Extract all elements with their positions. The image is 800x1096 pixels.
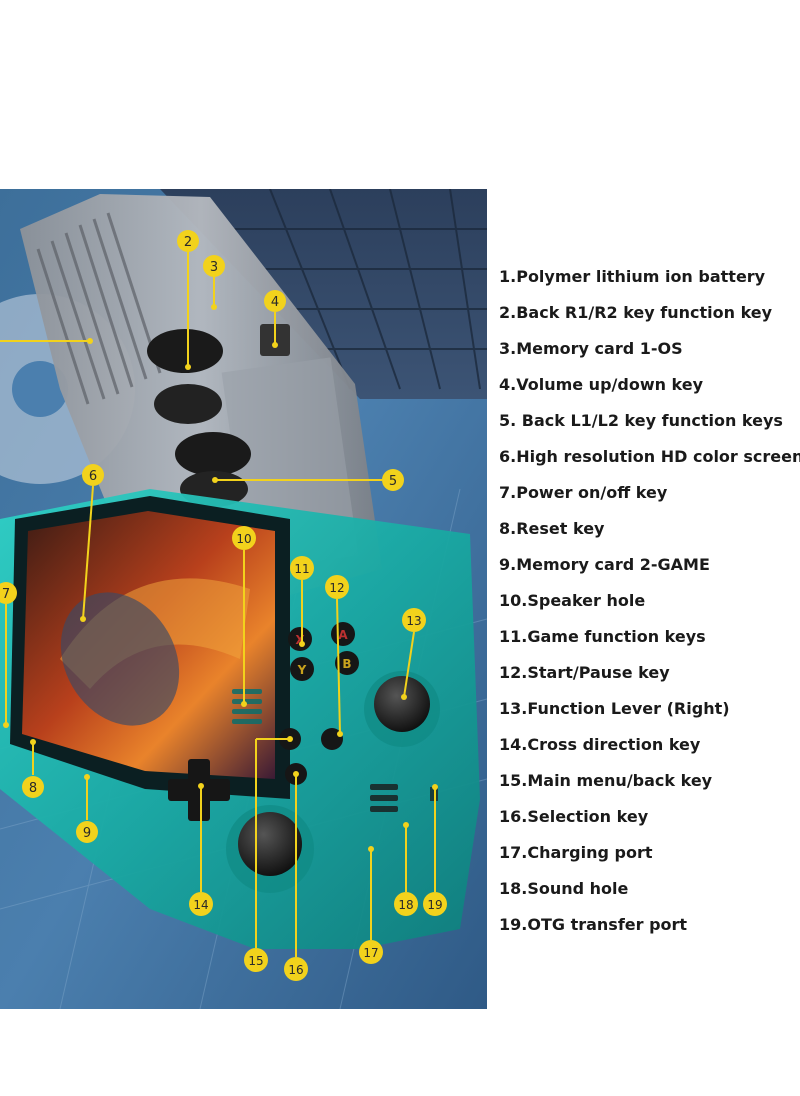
callout-17: 17	[359, 940, 383, 964]
callout-3: 3	[203, 255, 225, 277]
face-button-y-label: Y	[297, 663, 307, 677]
callout-14: 14	[189, 892, 213, 916]
svg-text:9: 9	[83, 826, 91, 841]
callout-11: 11	[290, 556, 314, 580]
svg-text:6: 6	[89, 469, 97, 484]
svg-text:12: 12	[329, 581, 344, 595]
svg-text:17: 17	[363, 946, 378, 960]
legend-item-5: 5. Back L1/L2 key function keys	[499, 411, 783, 430]
callout-6: 6	[82, 464, 104, 486]
face-button-x-label: X	[295, 633, 305, 647]
legend-item-19: 19.OTG transfer port	[499, 915, 688, 934]
legend-item-6: 6.High resolution HD color screen	[499, 447, 800, 466]
svg-text:13: 13	[406, 614, 421, 628]
svg-text:18: 18	[398, 898, 413, 912]
svg-text:15: 15	[248, 954, 263, 968]
svg-text:3: 3	[210, 260, 218, 275]
legend-item-17: 17.Charging port	[499, 843, 653, 862]
callout-18: 18	[394, 892, 418, 916]
face-button-b	[335, 651, 359, 675]
callout-2: 2	[177, 230, 199, 252]
legend-item-1: 1.Polymer lithium ion battery	[499, 267, 766, 286]
legend-item-14: 14.Cross direction key	[499, 735, 701, 754]
handheld-console-illustration: X Y A B	[0, 189, 487, 1009]
face-button-x	[288, 627, 312, 651]
svg-text:5: 5	[389, 474, 397, 489]
callout-5: 5	[382, 469, 404, 491]
callout-16: 16	[284, 957, 308, 981]
product-photo: X Y A B	[0, 189, 487, 1009]
svg-text:8: 8	[29, 781, 37, 796]
callout-19: 19	[423, 892, 447, 916]
legend-item-15: 15.Main menu/back key	[499, 771, 713, 790]
svg-text:16: 16	[288, 963, 303, 977]
legend-item-12: 12.Start/Pause key	[499, 663, 670, 682]
face-button-a-label: A	[338, 628, 348, 642]
callout-leader-lines	[0, 241, 436, 957]
callout-10: 10	[232, 526, 256, 550]
legend-item-13: 13.Function Lever (Right)	[499, 699, 730, 718]
legend-item-4: 4.Volume up/down key	[499, 375, 704, 394]
legend-item-7: 7.Power on/off key	[499, 483, 668, 502]
legend-item-10: 10.Speaker hole	[499, 591, 646, 610]
d-pad	[168, 759, 230, 821]
callout-15: 15	[244, 948, 268, 972]
callout-12: 12	[325, 575, 349, 599]
callout-4: 4	[264, 290, 286, 312]
svg-text:10: 10	[236, 532, 251, 546]
legend-item-16: 16.Selection key	[499, 807, 649, 826]
svg-text:4: 4	[271, 295, 279, 310]
legend-item-2: 2.Back R1/R2 key function key	[499, 303, 773, 322]
legend-item-3: 3.Memory card 1-OS	[499, 339, 683, 358]
face-button-b-label: B	[342, 657, 351, 671]
left-analog-stick	[238, 812, 302, 876]
callout-9: 9	[76, 821, 98, 843]
svg-text:7: 7	[2, 587, 10, 602]
legend-item-8: 8.Reset key	[499, 519, 605, 538]
callout-8: 8	[22, 776, 44, 798]
right-analog-stick	[374, 676, 430, 732]
svg-text:14: 14	[193, 898, 208, 912]
legend-item-9: 9.Memory card 2-GAME	[499, 555, 710, 574]
svg-text:19: 19	[427, 898, 442, 912]
face-button-y	[290, 657, 314, 681]
callout-7: 7	[0, 582, 17, 604]
legend-item-11: 11.Game function keys	[499, 627, 706, 646]
svg-text:2: 2	[184, 235, 192, 250]
legend-item-18: 18.Sound hole	[499, 879, 629, 898]
callout-13: 13	[402, 608, 426, 632]
component-legend: 1.Polymer lithium ion battery 2.Back R1/…	[499, 262, 800, 946]
svg-text:11: 11	[294, 562, 309, 576]
